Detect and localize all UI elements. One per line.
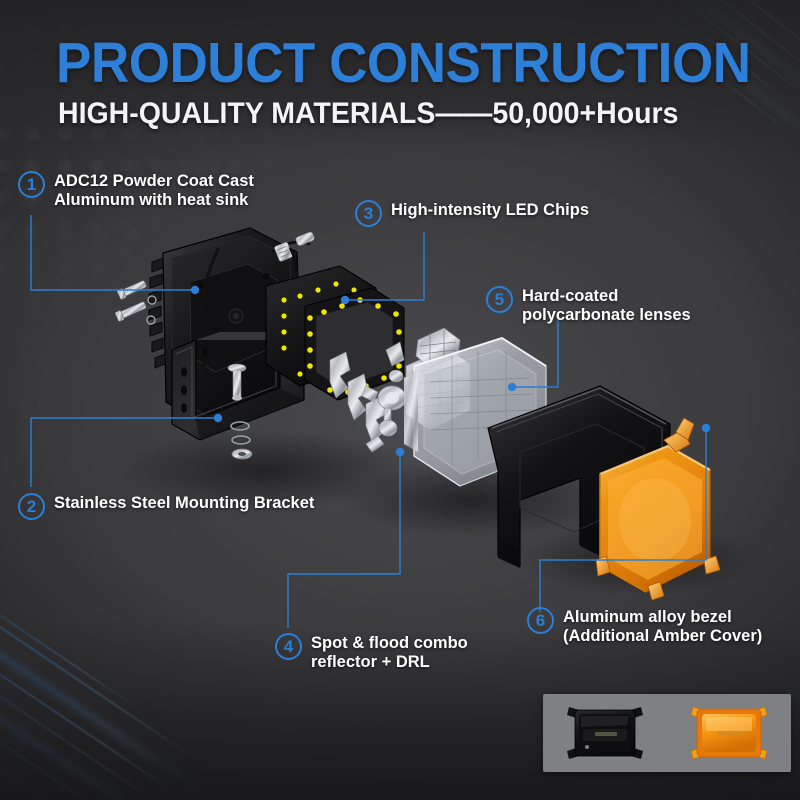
callout-2: 2 Stainless Steel Mounting Bracket: [18, 492, 314, 520]
callout-3: 3 High-intensity LED Chips: [355, 199, 589, 227]
callout-number-3: 3: [355, 200, 382, 227]
product-thumbnail-panel: [543, 694, 791, 772]
callout-6: 6 Aluminum alloy bezel (Additional Amber…: [527, 606, 762, 646]
callout-number-5: 5: [486, 286, 513, 313]
callout-number-1: 1: [18, 171, 45, 198]
header-backdrop: [0, 0, 800, 150]
callout-label-6: Aluminum alloy bezel (Additional Amber C…: [563, 608, 763, 645]
page-subtitle: HIGH-QUALITY MATERIALS——50,000+Hours: [58, 97, 679, 130]
callout-1: 1 ADC12 Powder Coat Cast Aluminum with h…: [18, 170, 254, 210]
thumbnail-black-light: [557, 701, 653, 765]
callout-number-4: 4: [275, 633, 302, 660]
callout-label-3: High-intensity LED Chips: [391, 201, 589, 219]
callout-5: 5 Hard-coated polycarbonate lenses: [486, 285, 691, 325]
page-title: PRODUCT CONSTRUCTION: [56, 31, 751, 95]
callout-label-2: Stainless Steel Mounting Bracket: [54, 494, 315, 512]
callout-number-6: 6: [527, 607, 554, 634]
callout-label-1: ADC12 Powder Coat Cast Aluminum with hea…: [54, 172, 254, 209]
callout-label-5: Hard-coated polycarbonate lenses: [522, 287, 691, 324]
callout-number-2: 2: [18, 493, 45, 520]
callout-4: 4 Spot & flood combo reflector + DRL: [275, 632, 468, 672]
callout-label-4: Spot & flood combo reflector + DRL: [311, 634, 468, 671]
thumbnail-amber-cover: [681, 701, 777, 765]
